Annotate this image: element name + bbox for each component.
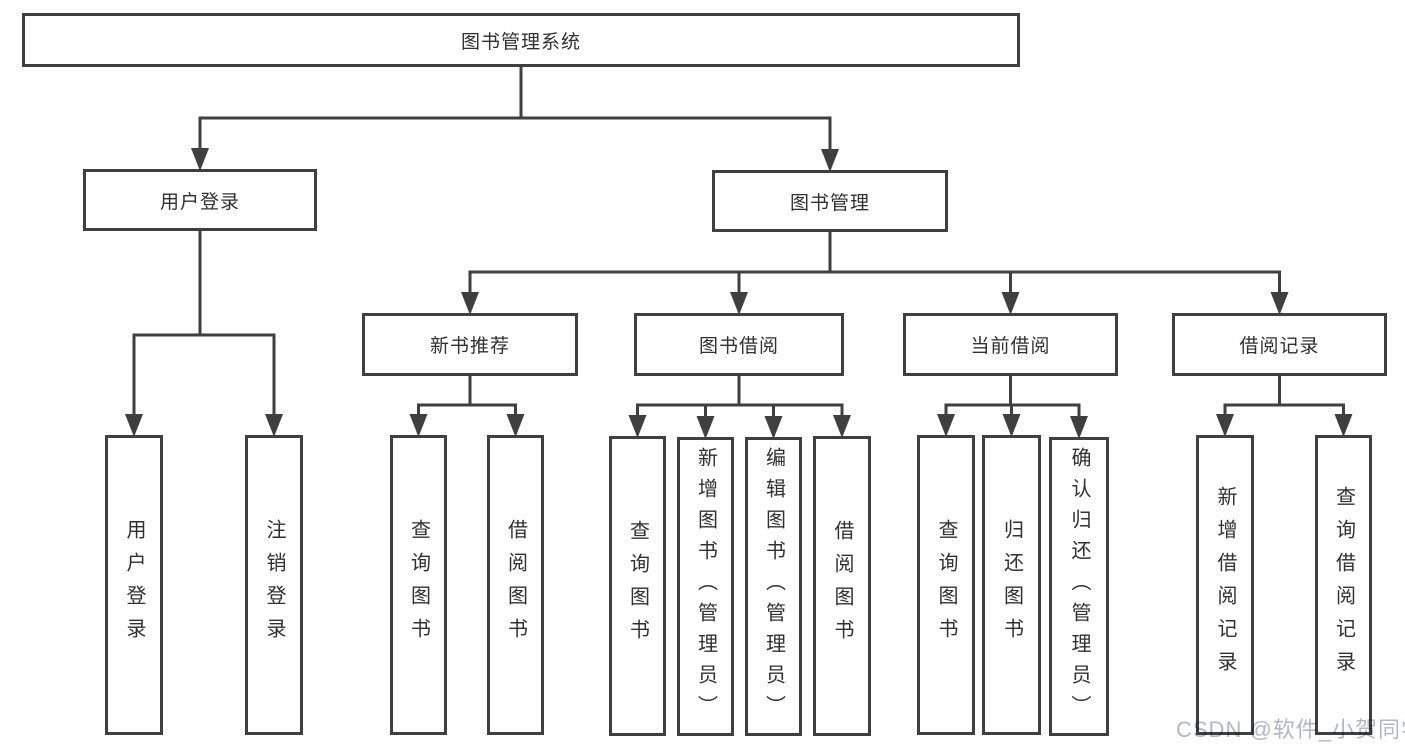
- node-label-br-add-record: 新增借阅记录: [1214, 486, 1236, 684]
- node-label-book-borrow: 图书借阅: [698, 336, 779, 357]
- node-label-root: 图书管理系统: [460, 31, 581, 53]
- node-label-book-mgmt: 图书管理: [789, 192, 870, 214]
- node-label-bb-edit-book: 编辑图书（管理员）: [762, 447, 785, 726]
- node-cb-query-book: 查询图书: [917, 435, 975, 735]
- node-bb-borrow-book: 借阅图书: [813, 436, 871, 736]
- node-label-bb-borrow-book: 借阅图书: [831, 520, 853, 652]
- node-label-new-book-rec: 新书推荐: [429, 336, 510, 357]
- node-book-borrow: 图书借阅: [634, 313, 844, 376]
- node-label-cb-confirm-return: 确认归还（管理员）: [1068, 447, 1090, 726]
- node-label-bb-query-book: 查询图书: [626, 520, 649, 652]
- node-label-bb-add-book: 新增图书（管理员）: [694, 447, 717, 726]
- node-new-book-rec: 新书推荐: [362, 313, 578, 376]
- node-nb-query-book: 查询图书: [390, 435, 447, 735]
- node-label-user-login-group: 用户登录: [159, 191, 240, 213]
- node-user-login: 用户登录: [105, 435, 163, 735]
- watermark: CSDN @软件_小贺同学: [1176, 717, 1405, 742]
- node-book-mgmt: 图书管理: [712, 170, 948, 232]
- node-label-logout: 注销登录: [263, 519, 285, 651]
- node-user-login-group: 用户登录: [83, 169, 317, 231]
- node-bb-edit-book: 编辑图书（管理员）: [745, 437, 802, 736]
- node-label-borrow-records: 借阅记录: [1239, 336, 1320, 357]
- node-bb-query-book: 查询图书: [609, 436, 666, 736]
- node-borrow-records: 借阅记录: [1172, 313, 1387, 376]
- node-nb-borrow-book: 借阅图书: [487, 435, 544, 735]
- node-cb-return-book: 归还图书: [982, 435, 1041, 735]
- node-label-user-login: 用户登录: [123, 519, 145, 651]
- node-label-nb-borrow-book: 借阅图书: [504, 519, 527, 651]
- node-current-borrow: 当前借阅: [903, 313, 1118, 376]
- node-label-current-borrow: 当前借阅: [970, 336, 1051, 357]
- node-root: 图书管理系统: [22, 13, 1020, 67]
- node-label-cb-return-book: 归还图书: [1000, 519, 1023, 651]
- node-bb-add-book: 新增图书（管理员）: [677, 437, 734, 736]
- node-cb-confirm-return: 确认归还（管理员）: [1049, 437, 1109, 736]
- node-logout: 注销登录: [245, 435, 303, 735]
- node-br-query-record: 查询借阅记录: [1315, 435, 1372, 735]
- node-label-nb-query-book: 查询图书: [407, 519, 430, 651]
- node-br-add-record: 新增借阅记录: [1196, 435, 1254, 735]
- node-label-br-query-record: 查询借阅记录: [1332, 486, 1355, 684]
- node-label-cb-query-book: 查询图书: [935, 519, 957, 651]
